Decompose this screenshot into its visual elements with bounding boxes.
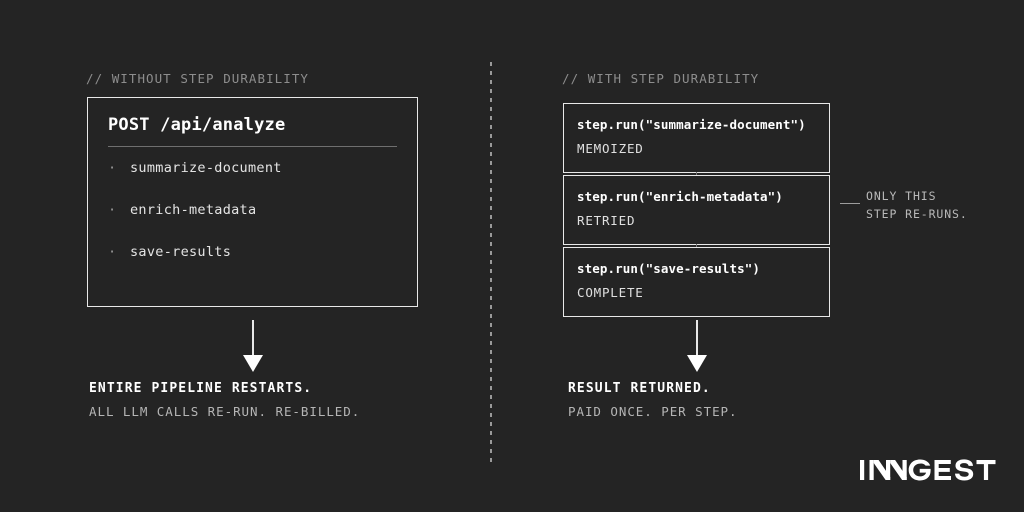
step-call-label: step.run("enrich-metadata") xyxy=(577,189,783,204)
left-outcome: ENTIRE PIPELINE RESTARTS. ALL LLM CALLS … xyxy=(89,381,360,419)
inngest-logo xyxy=(860,456,996,484)
retry-annotation: ONLY THIS STEP RE-RUNS. xyxy=(866,187,968,223)
step-connector xyxy=(696,172,697,175)
list-item: · summarize-document xyxy=(108,160,403,202)
right-panel-comment: // WITH STEP DURABILITY xyxy=(562,71,760,86)
right-outcome-detail: PAID ONCE. PER STEP. xyxy=(568,404,738,419)
status-badge: COMPLETE xyxy=(577,285,644,300)
bullet-icon: · xyxy=(108,244,117,260)
arrow-head xyxy=(243,355,263,372)
right-outcome: RESULT RETURNED. PAID ONCE. PER STEP. xyxy=(568,381,738,419)
left-outcome-headline: ENTIRE PIPELINE RESTARTS. xyxy=(89,381,313,396)
down-arrow-icon-right xyxy=(685,320,709,372)
step-box-summarize-document: step.run("summarize-document") MEMOIZED xyxy=(563,103,830,173)
status-badge: RETRIED xyxy=(577,213,636,228)
bullet-icon: · xyxy=(108,202,117,218)
arrow-shaft xyxy=(696,320,698,358)
list-item: · enrich-metadata xyxy=(108,202,403,244)
list-item-label: enrich-metadata xyxy=(130,202,257,218)
down-arrow-icon-left xyxy=(241,320,265,372)
endpoint-label: POST /api/analyze xyxy=(108,115,286,135)
bullet-icon: · xyxy=(108,160,117,176)
panel-divider xyxy=(490,62,492,462)
list-item-label: save-results xyxy=(130,244,232,260)
step-call-label: step.run("summarize-document") xyxy=(577,117,806,132)
retry-annotation-line2: STEP RE-RUNS. xyxy=(866,207,968,221)
status-badge: MEMOIZED xyxy=(577,141,644,156)
annotation-leader-line xyxy=(840,203,860,204)
list-item: · save-results xyxy=(108,244,403,286)
retry-annotation-line1: ONLY THIS xyxy=(866,189,937,203)
step-box-enrich-metadata: step.run("enrich-metadata") RETRIED xyxy=(563,175,830,245)
right-outcome-headline: RESULT RETURNED. xyxy=(568,381,711,396)
monolith-request-box: POST /api/analyze · summarize-document ·… xyxy=(87,97,418,307)
endpoint-divider xyxy=(108,146,397,147)
arrow-shaft xyxy=(252,320,254,358)
step-box-save-results: step.run("save-results") COMPLETE xyxy=(563,247,830,317)
left-outcome-detail: ALL LLM CALLS RE-RUN. RE-BILLED. xyxy=(89,404,361,419)
left-panel-comment: // WITHOUT STEP DURABILITY xyxy=(86,71,309,86)
list-item-label: summarize-document xyxy=(130,160,282,176)
arrow-head xyxy=(687,355,707,372)
step-connector xyxy=(696,244,697,247)
step-call-label: step.run("save-results") xyxy=(577,261,761,276)
monolith-step-list: · summarize-document · enrich-metadata ·… xyxy=(108,160,403,286)
